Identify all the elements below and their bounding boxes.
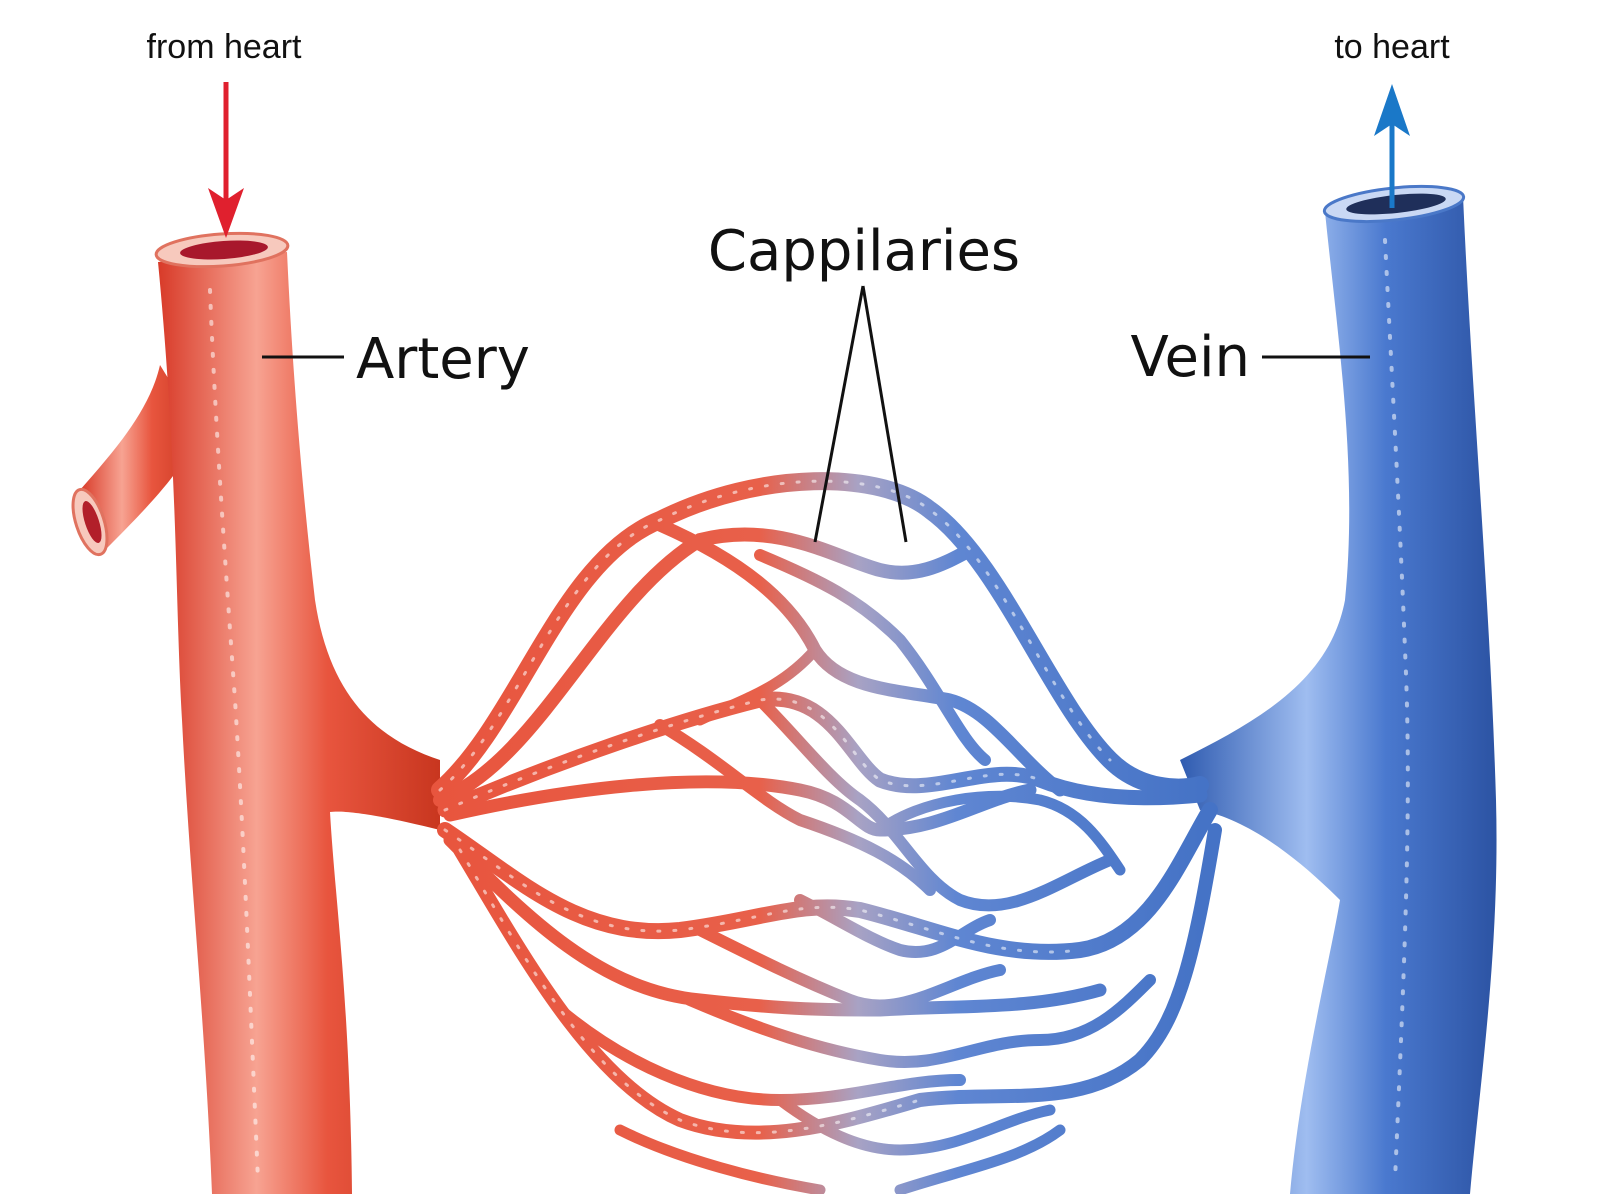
vein-vessel	[1180, 184, 1497, 1194]
artery-vessel	[71, 231, 440, 1194]
capillaries-label: Cappilaries	[708, 219, 1020, 284]
vein-label: Vein	[1131, 325, 1250, 390]
to-heart-arrow	[1374, 84, 1410, 208]
to-heart-label: to heart	[1334, 28, 1450, 66]
capillaries-leader-line-right	[861, 285, 908, 543]
capillaries-leader-line-left	[813, 285, 865, 543]
from-heart-label: from heart	[147, 28, 302, 66]
artery-label: Artery	[356, 327, 530, 392]
from-heart-arrow	[208, 82, 244, 238]
artery-trunk	[158, 252, 440, 1194]
vein-trunk	[1180, 196, 1497, 1194]
capillary-network	[431, 472, 1222, 1194]
